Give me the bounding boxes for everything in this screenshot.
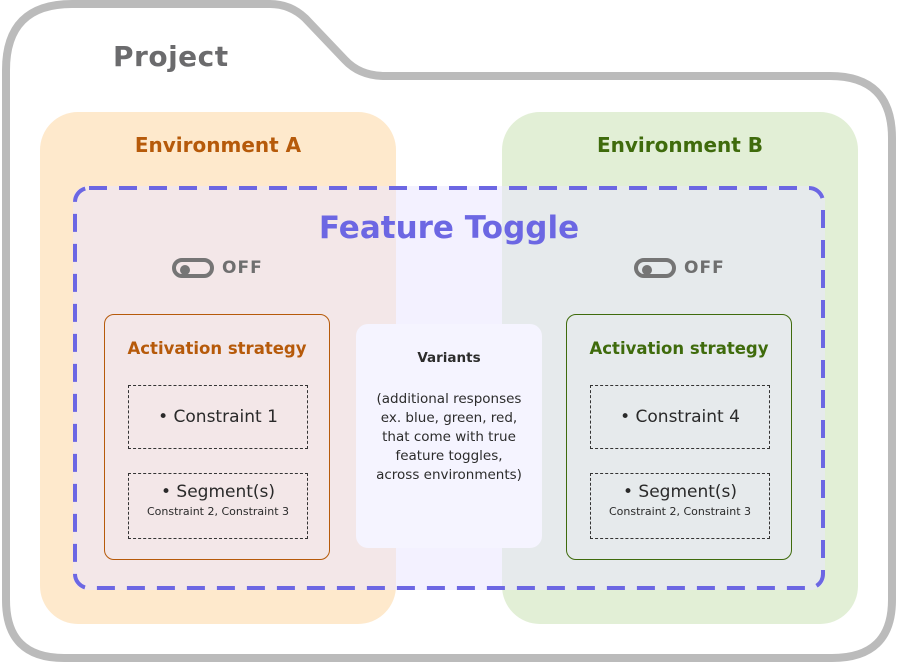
variants-description: (additional responses ex. blue, green, r… (376, 391, 522, 483)
toggle-switch-icon[interactable] (172, 258, 214, 278)
activation-strategy-a: Activation strategy • Constraint 1 • Seg… (104, 314, 330, 560)
toggle-state-label: OFF (684, 258, 725, 278)
activation-strategy-title: Activation strategy (589, 339, 769, 358)
segment-box: • Segment(s) Constraint 2, Constraint 3 (590, 473, 770, 539)
project-title: Project (113, 40, 229, 73)
environment-b-toggle[interactable]: OFF (634, 258, 725, 278)
segment-constraints: Constraint 2, Constraint 3 (146, 505, 290, 518)
environment-b-title: Environment B (596, 133, 764, 157)
environment-a-toggle[interactable]: OFF (172, 258, 263, 278)
variants-box: Variants (additional responses ex. blue,… (356, 324, 542, 548)
segment-constraints: Constraint 2, Constraint 3 (608, 505, 752, 518)
environment-a-title: Environment A (134, 133, 302, 157)
constraint-box: • Constraint 1 (128, 385, 308, 449)
toggle-switch-icon[interactable] (634, 258, 676, 278)
toggle-knob (642, 265, 652, 275)
constraint-box: • Constraint 4 (590, 385, 770, 449)
segment-box: • Segment(s) Constraint 2, Constraint 3 (128, 473, 308, 539)
segment-title: • Segment(s) (160, 482, 276, 502)
feature-toggle-title: Feature Toggle (318, 210, 580, 246)
variants-title: Variants (417, 350, 481, 366)
activation-strategy-title: Activation strategy (127, 339, 307, 358)
toggle-knob (180, 265, 190, 275)
segment-title: • Segment(s) (622, 482, 738, 502)
activation-strategy-b: Activation strategy • Constraint 4 • Seg… (566, 314, 792, 560)
toggle-state-label: OFF (222, 258, 263, 278)
